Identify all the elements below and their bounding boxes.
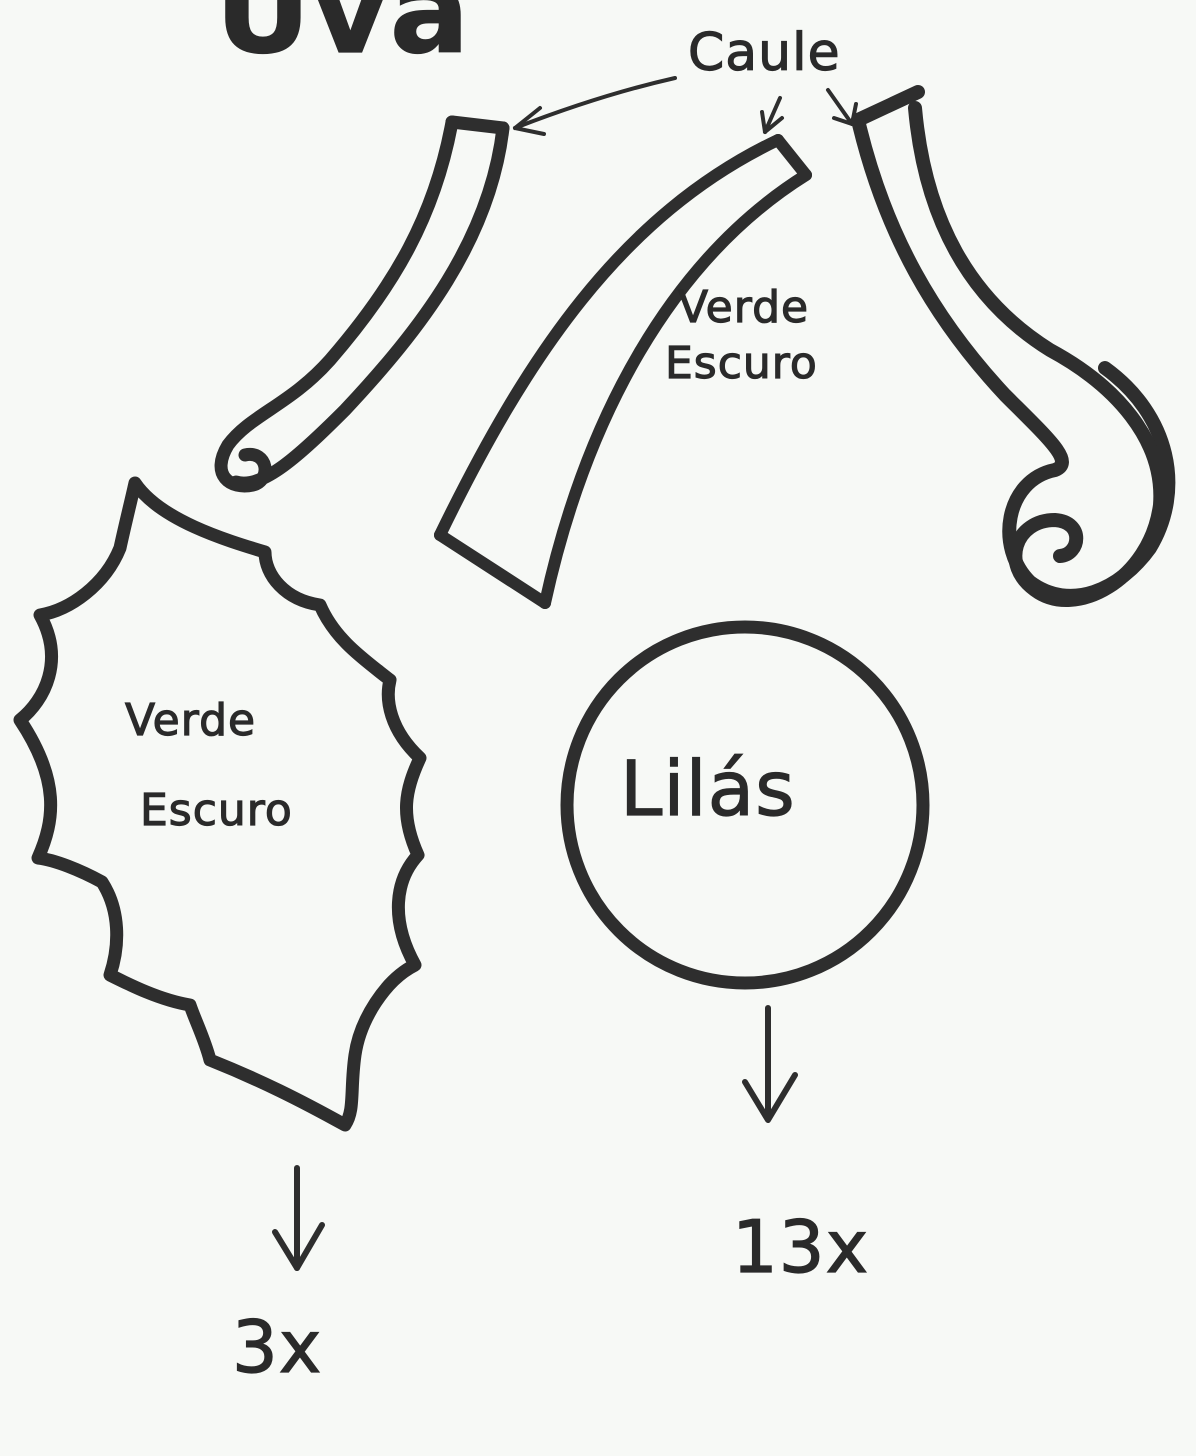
stem-color-text-line2: Escuro	[665, 338, 818, 389]
leaf-color-text-line2: Escuro	[140, 785, 293, 836]
stem-label: Caule	[688, 23, 841, 83]
stem-right-shape	[858, 92, 1168, 600]
leaf-count-label: 3x	[232, 1305, 322, 1389]
stem-arrows	[515, 78, 856, 134]
leaf-color-text-line1: Verde	[125, 695, 256, 746]
leaf-down-arrow	[275, 1168, 322, 1268]
grape-count-label: 13x	[732, 1205, 869, 1289]
grape-down-arrow	[745, 1008, 795, 1120]
stem-left-shape	[221, 122, 503, 486]
stem-color-label: Verde Escuro	[665, 282, 824, 389]
grape-color-label: Lilás	[620, 744, 796, 833]
page-title: Uva	[215, 0, 470, 80]
arrow-to-left-stem	[515, 78, 675, 128]
stem-color-text: Verde	[678, 282, 809, 333]
